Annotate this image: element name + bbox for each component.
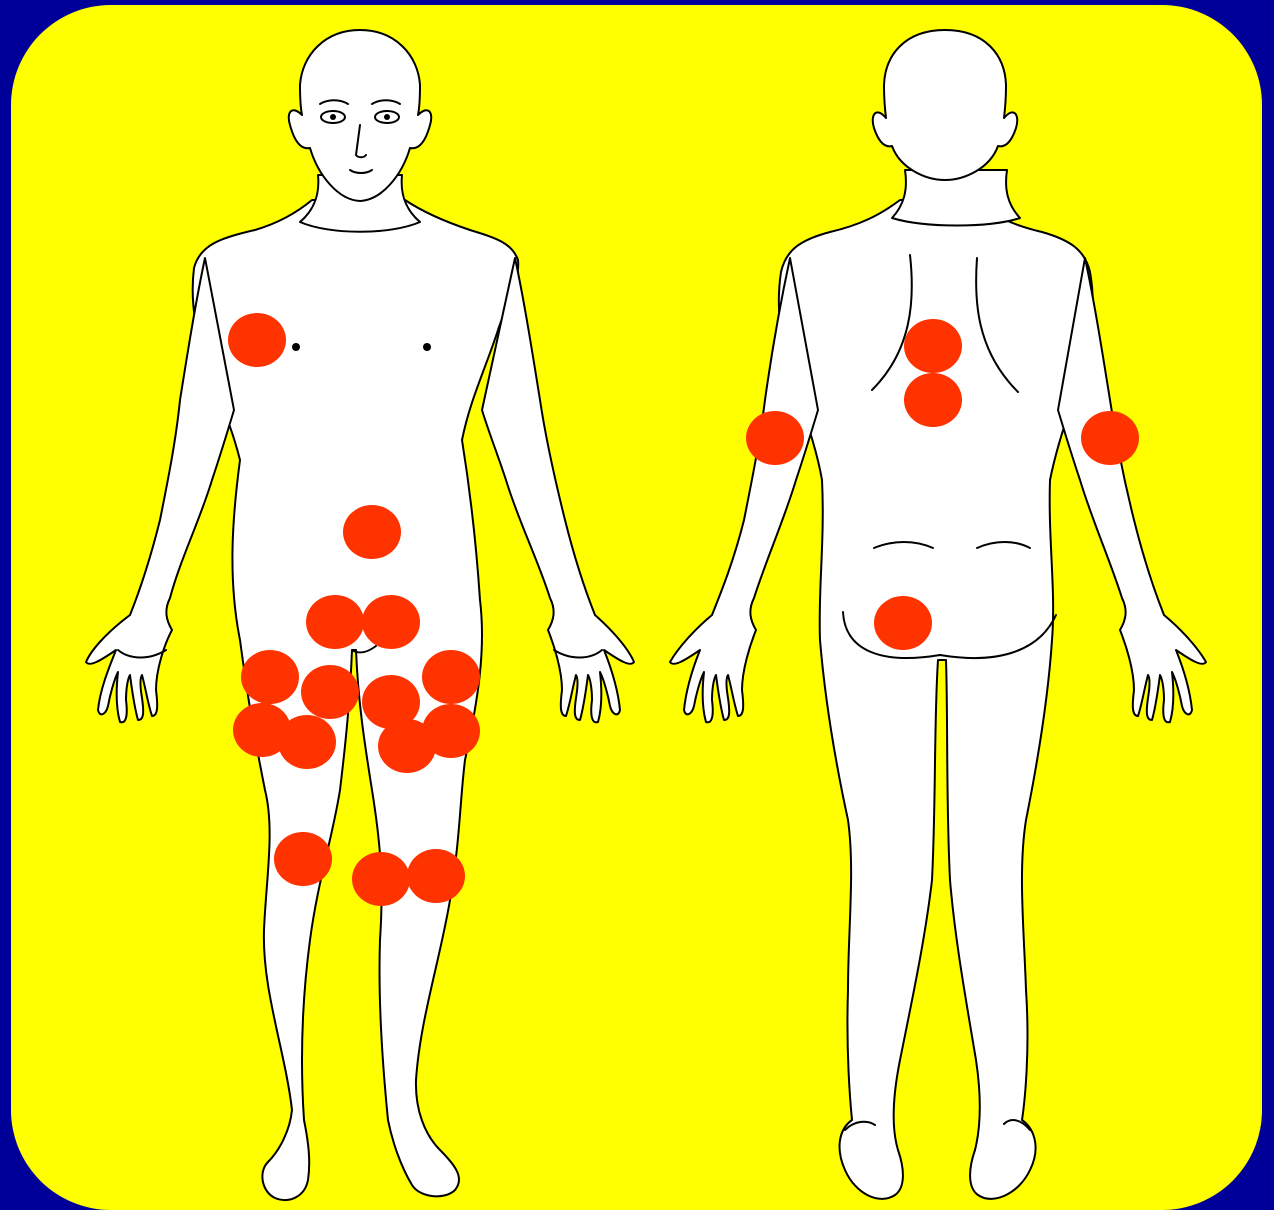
- back-marker-upper-back: [904, 319, 962, 373]
- diagram-panel: [11, 5, 1262, 1210]
- front-marker-groin-right: [362, 595, 420, 649]
- front-marker-knee-outer-left: [407, 849, 465, 903]
- front-marker-upper-thigh-inner-right: [301, 665, 359, 719]
- front-marker-lower-abdomen: [343, 505, 401, 559]
- front-nipple-left: [423, 343, 431, 351]
- front-marker-upper-thigh-outer-right: [241, 650, 299, 704]
- front-marker-mid-thigh-outer-left: [422, 704, 480, 758]
- front-nipple-right: [292, 343, 300, 351]
- front-marker-knee-right: [274, 832, 332, 886]
- back-marker-mid-back: [904, 373, 962, 427]
- front-pupil-right: [330, 114, 336, 120]
- back-marker-right-elbow: [1081, 411, 1139, 465]
- front-marker-right-chest: [228, 313, 286, 367]
- panel-background: [11, 5, 1262, 1210]
- front-pupil-left: [384, 114, 390, 120]
- back-marker-left-elbow: [746, 411, 804, 465]
- front-marker-knee-inner-left: [352, 852, 410, 906]
- body-map-svg: [11, 5, 1262, 1210]
- front-marker-mid-thigh-inner-right: [278, 715, 336, 769]
- back-marker-left-buttock: [874, 596, 932, 650]
- front-marker-upper-thigh-outer-left: [422, 650, 480, 704]
- front-marker-groin-left: [306, 595, 364, 649]
